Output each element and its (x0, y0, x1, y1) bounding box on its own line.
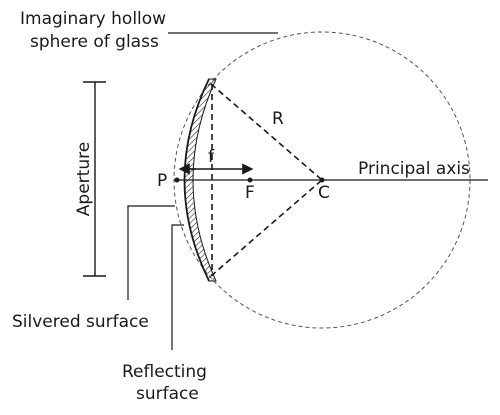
pole-point (174, 177, 180, 183)
focus-point (247, 177, 253, 183)
pole-label: P (157, 171, 167, 191)
radius-line-bottom (210, 179, 323, 277)
radius-line-top (210, 83, 323, 181)
center-point (319, 177, 325, 183)
reflecting-surface-label-line2: surface (136, 384, 199, 404)
sphere-label-line2: sphere of glass (30, 32, 159, 52)
center-label: C (318, 183, 330, 203)
principal-axis-label: Principal axis (358, 159, 470, 179)
aperture-label: Aperture (74, 142, 94, 216)
focal-length-label: f (208, 147, 215, 167)
radius-label: R (272, 109, 284, 129)
sphere-label-line1: Imaginary hollow (20, 9, 166, 29)
silvered-surface-label: Silvered surface (12, 312, 149, 332)
reflecting-surface-label-line1: Reflecting (122, 362, 207, 382)
silvered-leader (127, 205, 175, 300)
focus-label: F (245, 183, 255, 203)
reflecting-leader (171, 224, 184, 350)
